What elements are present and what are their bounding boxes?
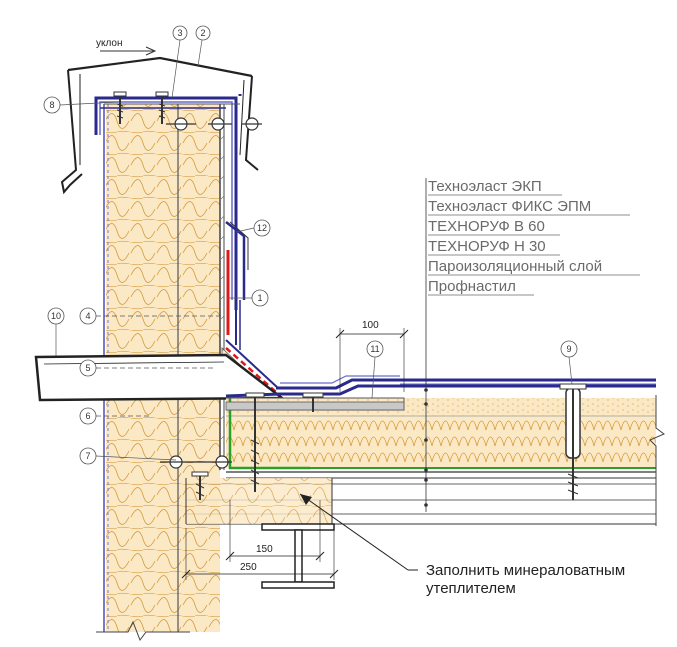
screw-icon bbox=[245, 392, 265, 492]
roof-main-insulation bbox=[226, 416, 656, 468]
callout-2 bbox=[195, 25, 211, 41]
svg-text:7: 7 bbox=[85, 451, 90, 461]
svg-text:8: 8 bbox=[49, 100, 54, 110]
roof-fasteners bbox=[160, 383, 587, 500]
layer-label-2: Техноэласт ФИКС ЭПМ bbox=[428, 198, 591, 215]
layer-legend: Техноэласт ЭКП Техноэласт ФИКС ЭПМ ТЕХНО… bbox=[424, 178, 640, 512]
dim-150: 150 bbox=[256, 544, 273, 555]
vapour-barrier-green bbox=[228, 398, 310, 470]
svg-text:12: 12 bbox=[257, 223, 267, 233]
slope-arrow-icon bbox=[100, 46, 157, 56]
bolt-icon bbox=[242, 117, 262, 131]
screw-icon bbox=[302, 392, 324, 412]
svg-text:10: 10 bbox=[51, 311, 61, 321]
callout-8 bbox=[43, 96, 61, 114]
svg-text:5: 5 bbox=[85, 363, 90, 373]
scupper-drain bbox=[34, 353, 286, 402]
parapet-cap-flashing: уклон bbox=[60, 38, 259, 195]
dim-100: 100 bbox=[362, 320, 379, 331]
callout-3 bbox=[172, 25, 188, 41]
dimensions: 100 150 250 bbox=[181, 320, 409, 580]
callout-10 bbox=[47, 307, 65, 325]
layer-label-4: ТЕХНОРУФ Н 30 bbox=[428, 238, 546, 255]
layer-label-6: Профнастил bbox=[428, 278, 516, 295]
bolt-icon bbox=[166, 117, 196, 131]
svg-text:4: 4 bbox=[85, 311, 90, 321]
bolt-icon bbox=[208, 117, 232, 131]
callout-7 bbox=[79, 447, 97, 465]
callout-5 bbox=[79, 359, 97, 377]
svg-text:1: 1 bbox=[257, 293, 262, 303]
bolt-icon bbox=[160, 455, 232, 469]
svg-text:3: 3 bbox=[177, 28, 182, 38]
svg-text:2: 2 bbox=[200, 28, 205, 38]
telescopic-fastener-icon bbox=[559, 383, 587, 500]
callouts: 3 2 8 12 1 10 4 5 6 7 bbox=[43, 25, 578, 465]
layer-label-1: Техноэласт ЭКП bbox=[428, 178, 542, 195]
screw-icon bbox=[191, 471, 209, 500]
layer-label-5: Пароизоляционный слой bbox=[428, 258, 602, 275]
callout-9 bbox=[560, 340, 578, 358]
screw-icon bbox=[155, 91, 169, 124]
slope-label: уклон bbox=[96, 38, 123, 49]
svg-text:9: 9 bbox=[566, 344, 571, 354]
callout-12 bbox=[253, 219, 271, 237]
svg-text:6: 6 bbox=[85, 411, 90, 421]
dim-250: 250 bbox=[240, 562, 257, 573]
screw-icon bbox=[113, 91, 127, 124]
fill-note: Заполнить минераловатным утеплителем bbox=[299, 493, 625, 597]
top-screws bbox=[113, 91, 262, 131]
layer-label-3: ТЕХНОРУФ В 60 bbox=[428, 218, 545, 235]
note-line-2: утеплителем bbox=[426, 580, 516, 597]
callout-4 bbox=[79, 307, 97, 325]
svg-text:11: 11 bbox=[370, 344, 379, 354]
callout-11 bbox=[366, 340, 384, 358]
callout-6 bbox=[79, 407, 97, 425]
note-line-1: Заполнить минераловатным bbox=[426, 562, 625, 579]
arrow-icon bbox=[300, 494, 312, 505]
upstand-flashing bbox=[225, 221, 279, 393]
callout-1 bbox=[251, 289, 269, 307]
